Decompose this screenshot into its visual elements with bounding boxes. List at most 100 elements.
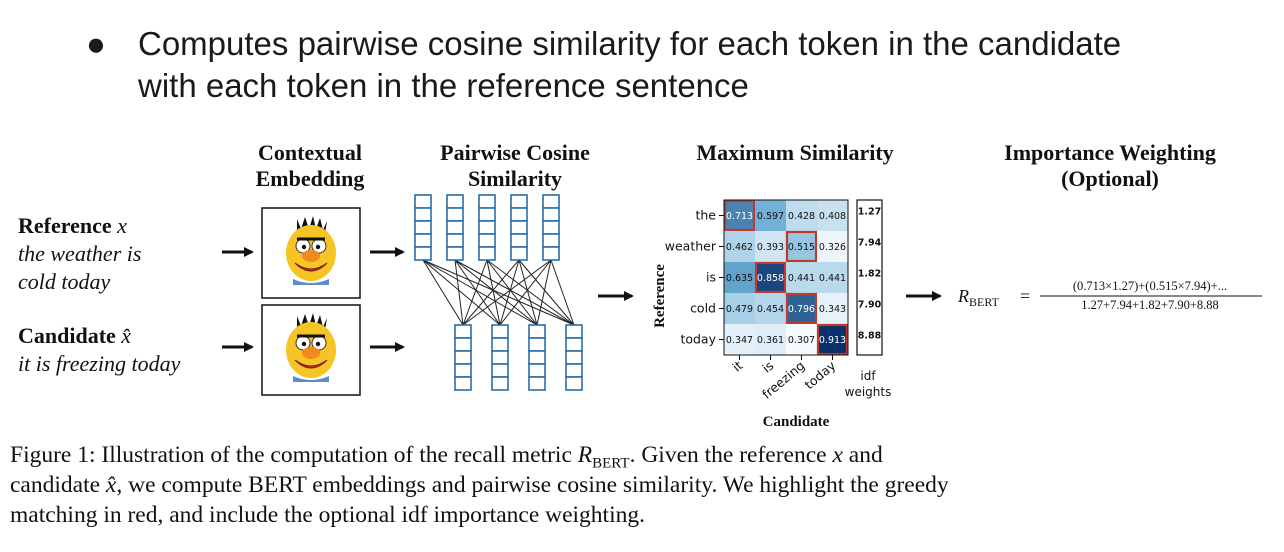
matrix-cell-value: 0.713 (726, 211, 753, 222)
reference-text-line1: the weather is (18, 241, 142, 266)
pairwise-line (499, 259, 520, 326)
matrix-cell (755, 231, 786, 262)
reference-var: x (117, 213, 127, 238)
header-pairwise-similarity: Pairwise Cosine Similarity (420, 140, 610, 192)
greedy-match-highlight (785, 230, 818, 263)
matrix-row-label: cold (690, 301, 716, 316)
header-pairwise-line1: Pairwise Cosine (440, 140, 590, 165)
candidate-vector (528, 324, 546, 391)
header-importance-line2: (Optional) (1061, 166, 1159, 191)
pairwise-line (454, 259, 575, 326)
header-pairwise-line2: Similarity (467, 166, 563, 191)
formula-denominator: 1.27+7.94+1.82+7.90+8.88 (1081, 298, 1219, 312)
matrix-cell-value: 0.479 (726, 304, 753, 315)
matrix-x-axis-label: Candidate (763, 414, 830, 430)
header-contextual-line1: Contextual (258, 140, 362, 165)
matrix-cell-value: 0.858 (757, 273, 784, 284)
flow-arrows (222, 247, 942, 352)
pairwise-line (454, 259, 501, 326)
idf-weight-value: 1.27 (858, 207, 881, 218)
matrix-cell (724, 231, 755, 262)
pairwise-line (550, 259, 575, 326)
pairwise-line (486, 259, 538, 326)
matrix-cell-value: 0.393 (757, 242, 784, 253)
caption-l2-b: , we compute BERT embeddings and pairwis… (116, 472, 949, 498)
matrix-col-label: it (729, 358, 745, 375)
header-importance-weighting: Importance Weighting (Optional) (965, 140, 1255, 192)
reference-label: Reference x (18, 212, 127, 240)
bert-muppet-face-icon (286, 313, 336, 382)
pairwise-line (422, 259, 464, 326)
idf-label-line1: idf (860, 369, 876, 383)
matrix-cell-value: 0.635 (726, 273, 753, 284)
caption-metric: R (577, 442, 593, 468)
reference-text-line2: cold today (18, 269, 111, 294)
matrix-cell (724, 200, 755, 231)
reference-vector (414, 194, 432, 261)
candidate-token-vectors (454, 324, 583, 391)
matrix-cell-value: 0.441 (788, 273, 815, 284)
idf-column-frame (856, 199, 883, 356)
figure-caption-line3: matching in red, and include the optiona… (10, 502, 645, 528)
reference-token-vectors (414, 194, 560, 261)
formula-lhs-sub: BERT (969, 295, 1000, 309)
reference-vector (446, 194, 464, 261)
caption-cand-var: x̂ (105, 472, 117, 498)
matrix-cell-value: 0.361 (757, 335, 784, 346)
idf-weight-value: 7.90 (858, 300, 882, 311)
candidate-vector (454, 324, 472, 391)
pairwise-line (462, 259, 520, 326)
matrix-y-axis-label: Reference (652, 264, 668, 328)
bullet-line-1: Computes pairwise cosine similarity for … (138, 25, 1122, 62)
pairwise-line (422, 259, 538, 326)
caption-l1-a: Figure 1: Illustration of the computatio… (10, 442, 578, 468)
matrix-cell-value: 0.347 (726, 335, 753, 346)
matrix-cell (817, 200, 848, 231)
idf-label-line2: weights (845, 385, 892, 399)
header-contextual-embedding: Contextual Embedding (220, 140, 400, 192)
pairwise-line (454, 259, 538, 326)
formula-lhs-r: R (957, 286, 969, 306)
pairwise-line (499, 259, 552, 326)
figure-caption-line1: Figure 1: Illustration of the computatio… (10, 440, 883, 479)
matrix-row-label: weather (665, 239, 717, 254)
pairwise-connection-lines (422, 259, 575, 326)
matrix-row-label: today (680, 332, 716, 347)
matrix-cell-value: 0.462 (726, 242, 753, 253)
formula-numerator: (0.713×1.27)+(0.515×7.94)+... (1073, 279, 1227, 293)
embedding-box-candidate (261, 304, 361, 396)
matrix-cell (786, 231, 817, 262)
matrix-cell (724, 293, 755, 324)
pairwise-line (518, 259, 575, 326)
matrix-cell (817, 231, 848, 262)
matrix-cell-value: 0.307 (788, 335, 815, 346)
candidate-var: x̂ (121, 323, 132, 348)
greedy-match-highlight (785, 292, 818, 325)
candidate-text: it is freezing today (18, 351, 181, 376)
matrix-cell (817, 262, 848, 293)
pairwise-line (536, 259, 552, 326)
matrix-cell-value: 0.408 (819, 211, 846, 222)
candidate-vector (491, 324, 509, 391)
matrix-cell (724, 262, 755, 293)
matrix-cell-value: 0.326 (819, 242, 846, 253)
pairwise-line (462, 259, 488, 326)
matrix-cell (817, 324, 848, 355)
greedy-match-highlight (816, 323, 849, 356)
idf-weight-value: 8.88 (858, 331, 882, 342)
matrix-cell-value: 0.454 (757, 304, 784, 315)
idf-weight-value: 7.94 (858, 238, 882, 249)
matrix-cell (786, 293, 817, 324)
matrix-cell (755, 324, 786, 355)
matrix-col-label: today (802, 357, 839, 392)
matrix-cell-value: 0.441 (819, 273, 846, 284)
recall-formula: RBERT = (0.713×1.27)+(0.515×7.94)+... 1.… (957, 279, 1262, 312)
reference-vector (542, 194, 560, 261)
pairwise-line (518, 259, 538, 326)
bullet-line-2: with each token in the reference sentenc… (138, 67, 749, 104)
reference-label-text: Reference (18, 213, 112, 238)
formula-lhs: RBERT (957, 286, 1000, 309)
matrix-cell (755, 293, 786, 324)
